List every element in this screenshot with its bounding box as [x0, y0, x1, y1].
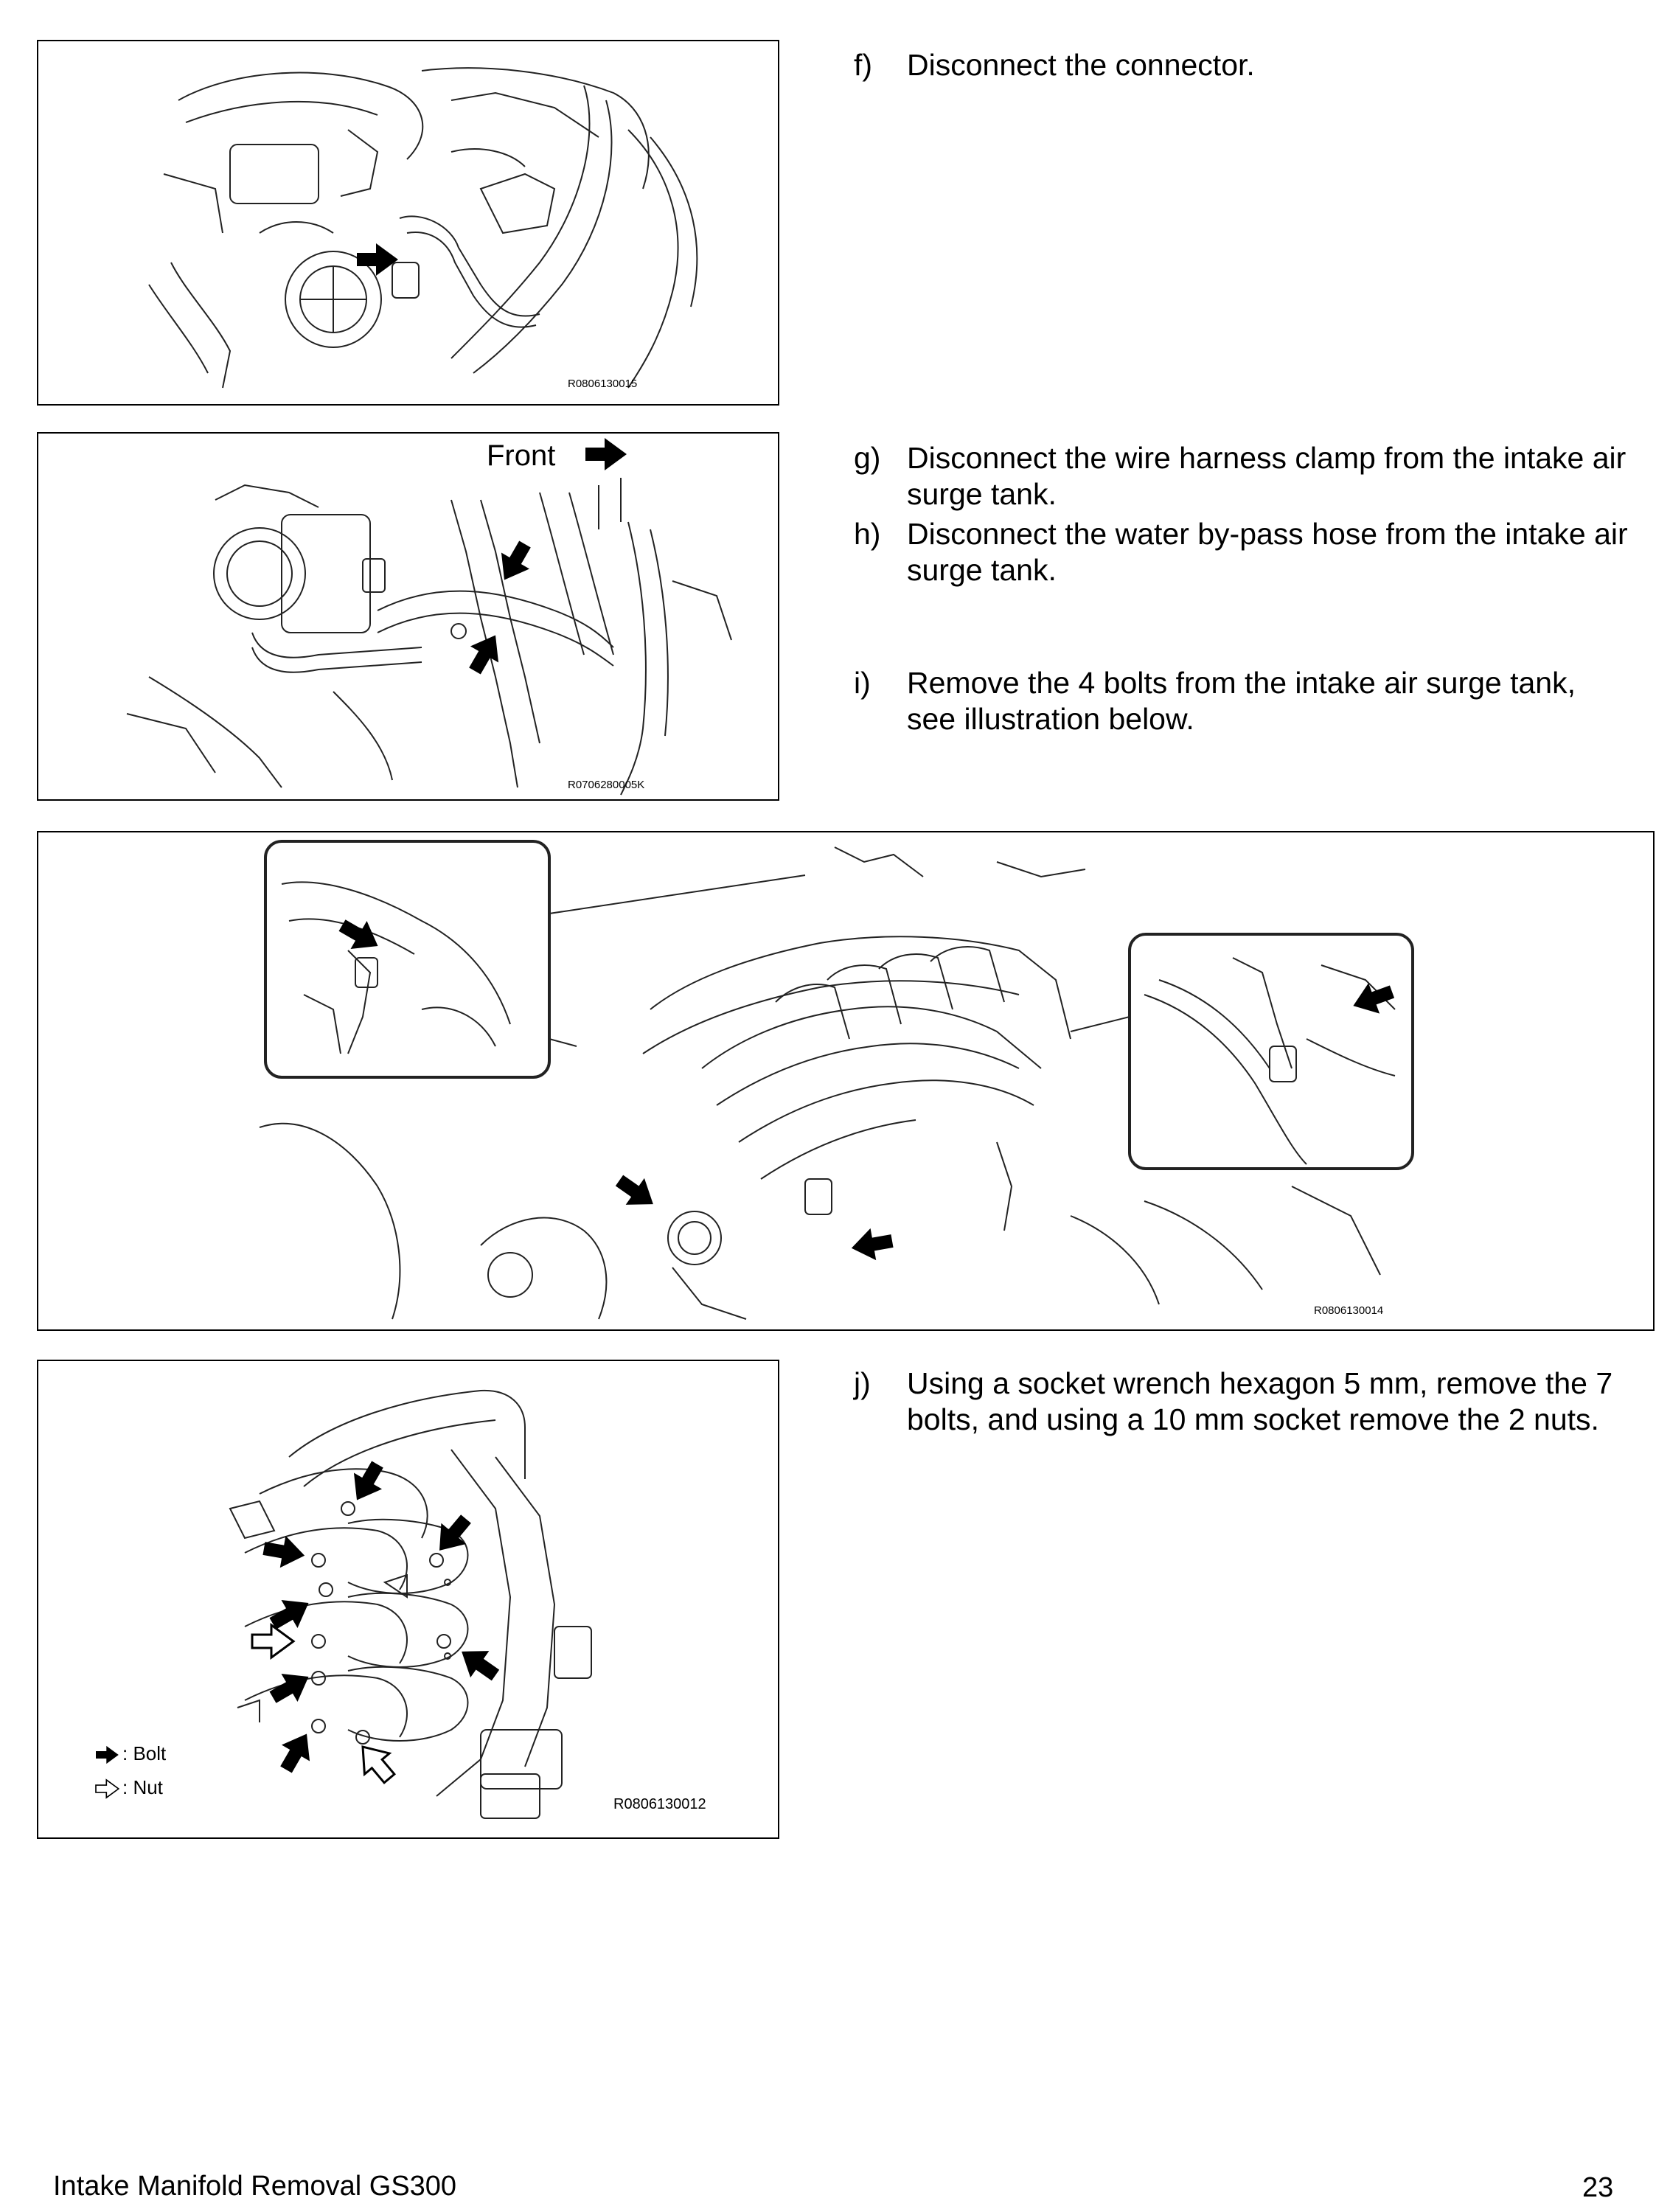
figure-code: R0806130012	[613, 1796, 706, 1812]
solid-arrow-icon	[342, 1456, 392, 1509]
engine-drawing-harness	[126, 438, 732, 796]
front-label: Front	[487, 439, 556, 472]
engine-drawing-connector	[148, 67, 698, 389]
legend-nut-icon	[95, 1779, 119, 1798]
step-letter: g)	[854, 441, 881, 475]
solid-arrow-icon	[265, 1662, 317, 1712]
figure-code: R0806130014	[1314, 1304, 1384, 1317]
step-text: Using a socket wrench hexagon 5 mm, remo…	[907, 1366, 1613, 1436]
figure-code: R0706280005K	[568, 779, 645, 791]
solid-arrow-icon	[261, 1532, 307, 1572]
figure-wire-harness: Front R0706280005K	[37, 432, 779, 801]
step-letter: h)	[854, 517, 881, 551]
step-letter: i)	[854, 666, 871, 700]
step-text: Disconnect the water by-pass hose from t…	[907, 517, 1628, 587]
step-text: Disconnect the wire harness clamp from t…	[907, 441, 1626, 511]
legend-bolt-icon	[96, 1745, 119, 1764]
figure-manifold-bolts: : Bolt : Nut R0806130012	[37, 1360, 779, 1839]
hollow-arrow-icon	[251, 1624, 295, 1659]
figure-surge-tank: R0806130014	[37, 831, 1655, 1331]
legend-bolt: : Bolt	[122, 1742, 167, 1764]
footer-title: Intake Manifold Removal GS300	[53, 2171, 457, 2202]
manifold-drawing	[95, 1389, 592, 1819]
step-text: Remove the 4 bolts from the intake air s…	[907, 666, 1576, 736]
figure-connector: R0806130015	[37, 40, 779, 406]
page-number: 23	[1582, 2172, 1614, 2203]
step-letter: f)	[854, 48, 873, 82]
solid-arrow-icon	[452, 1638, 505, 1689]
engine-drawing-surge-tank	[259, 840, 1414, 1320]
figure-code: R0806130015	[568, 378, 638, 390]
step-text: Disconnect the connector.	[907, 48, 1255, 82]
legend-nut: : Nut	[122, 1776, 163, 1798]
front-arrow-icon	[585, 438, 627, 470]
solid-arrow-icon	[849, 1225, 895, 1265]
hollow-arrow-icon	[349, 1735, 403, 1790]
step-letter: j)	[854, 1366, 871, 1400]
solid-arrow-icon	[271, 1725, 321, 1778]
solid-arrow-icon	[610, 1166, 663, 1218]
